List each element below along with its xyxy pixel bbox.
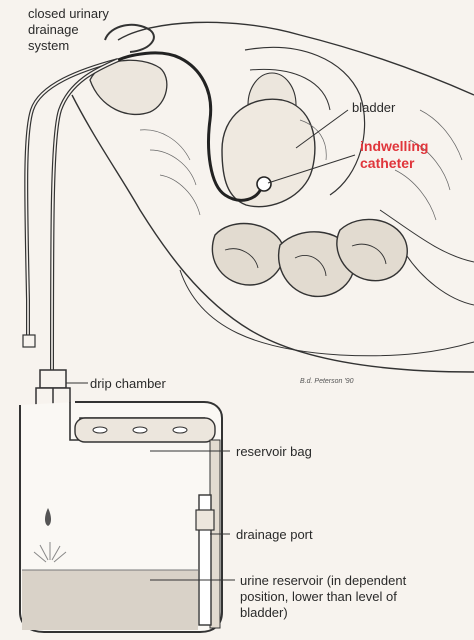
label-closed-urinary-drainage-system: closed urinary drainage system [28,6,109,54]
label-system-line-3: system [28,38,109,54]
label-drip-chamber: drip chamber [90,376,166,392]
bladder-shape [222,99,315,206]
urine-fill [22,570,198,630]
label-bladder: bladder [352,100,395,116]
label-catheter-line-1: indwelling [360,138,428,155]
label-system-line-1: closed urinary [28,6,109,22]
label-system-line-2: drainage [28,22,109,38]
label-indwelling-catheter: indwelling catheter [360,138,428,172]
label-urine-line-1: urine reservoir (in dependent [240,573,406,589]
label-urine-reservoir: urine reservoir (in dependent position, … [240,573,406,621]
illustrator-signature: B.d. Peterson '90 [300,374,353,390]
label-drainage-port: drainage port [236,527,313,543]
reservoir-bag [20,402,222,632]
label-urine-line-3: bladder) [240,605,406,621]
label-reservoir-bag: reservoir bag [236,444,312,460]
label-urine-line-2: position, lower than level of [240,589,406,605]
catheter-balloon [257,177,271,191]
label-catheter-line-2: catheter [360,155,428,172]
pelvic-anatomy-illustration [72,22,474,372]
